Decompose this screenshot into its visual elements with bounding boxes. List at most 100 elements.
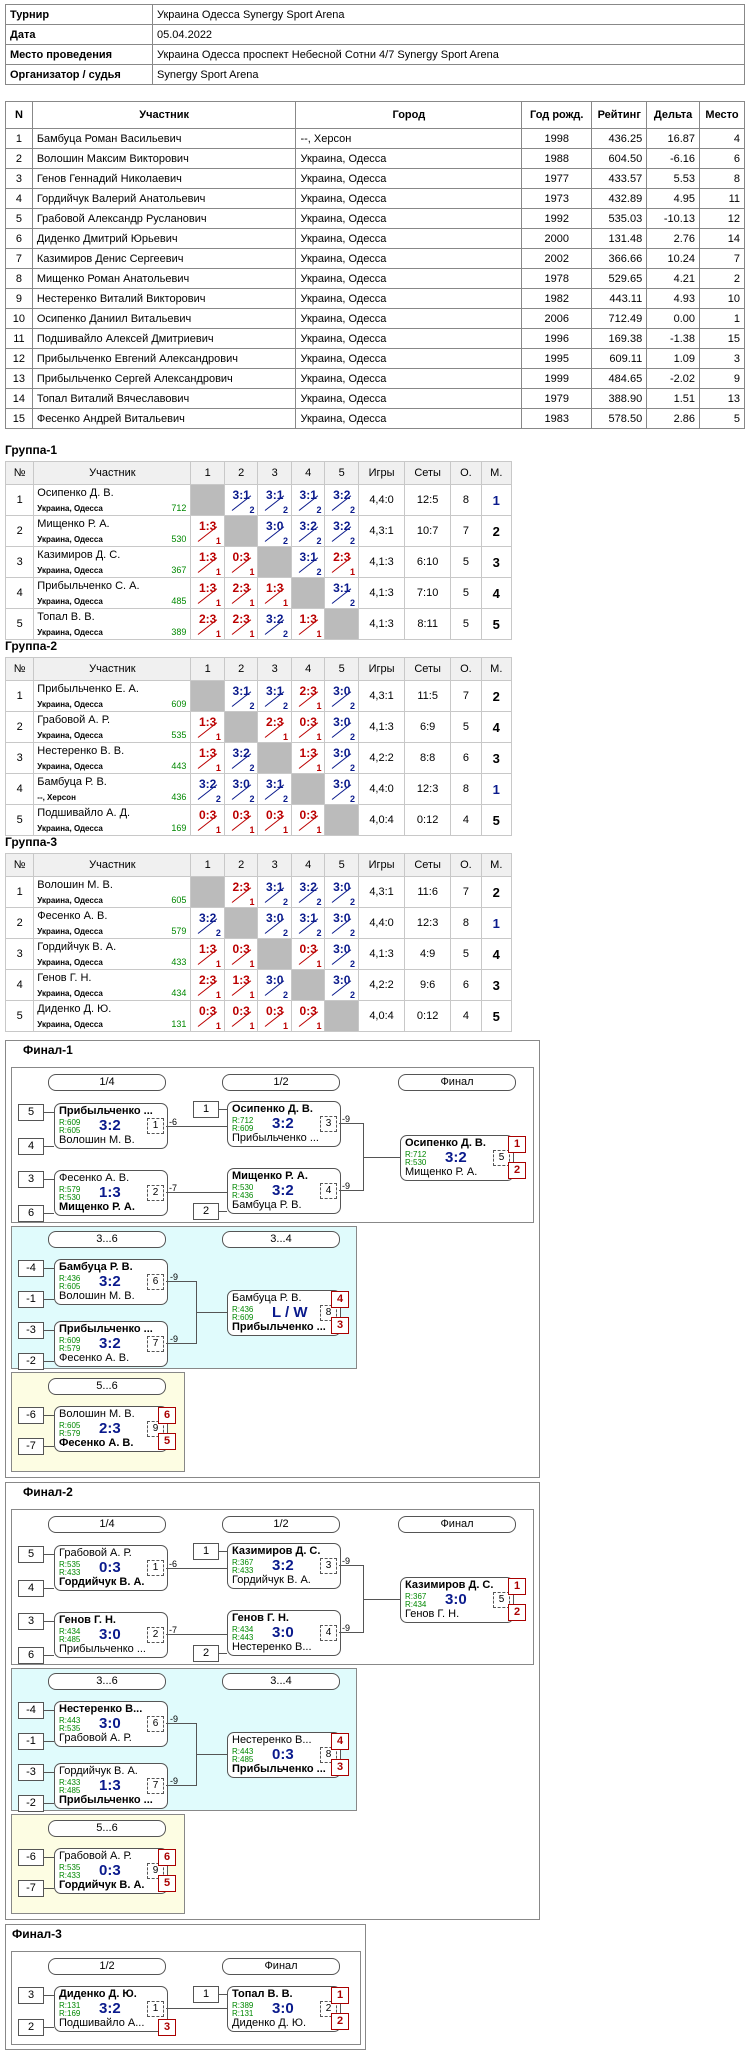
match-player-1: Нестеренко В... — [59, 1703, 143, 1715]
match-points: 2 — [249, 794, 255, 804]
player-cell: -10.13 — [646, 208, 701, 229]
match-rating-1: R:530 — [232, 1183, 254, 1192]
participant-city: Украина, Одесса — [37, 504, 103, 513]
match-points: 1 — [316, 701, 322, 711]
seed-box: -3 — [18, 1764, 44, 1781]
player-cell: 2006 — [521, 308, 593, 329]
match-score: 3:1 — [232, 684, 250, 698]
player-cell: 366.66 — [591, 248, 648, 269]
participant-rating: 712 — [171, 503, 187, 513]
self-match-cell — [223, 907, 259, 939]
player-cell: 4 — [699, 128, 745, 149]
match-player-2: Подшивайло А... — [59, 2017, 145, 2029]
player-cell: 1995 — [521, 348, 593, 369]
match-score: 0:3 — [232, 550, 250, 564]
match-score: L / W — [272, 1304, 308, 1321]
round-label: 3...6 — [48, 1673, 166, 1690]
player-cell: Казимиров Денис Сергеевич — [31, 248, 297, 269]
match-score: 3:0 — [333, 777, 351, 791]
group-col-header: № — [4, 853, 35, 877]
match-number: 3 — [320, 1116, 337, 1132]
match-points: 1 — [215, 959, 221, 969]
player-cell: 8 — [699, 168, 745, 189]
player-cell: 1 — [5, 128, 33, 149]
match-score: 3:0 — [333, 715, 351, 729]
group-col-header: Сеты — [404, 657, 452, 681]
match-score: 3:1 — [232, 488, 250, 502]
player-cell: -1.38 — [646, 328, 701, 349]
player-cell: Диденко Дмитрий Юрьевич — [31, 228, 297, 249]
bracket-line — [43, 1268, 54, 1269]
match-score: 3:0 — [272, 1624, 294, 1641]
bracket-line — [43, 1361, 54, 1362]
group-points: 7 — [450, 876, 482, 908]
group-place: 5 — [480, 608, 513, 640]
match-rating-1: R:712 — [232, 1116, 254, 1125]
match-points: 2 — [349, 990, 355, 1000]
seed-box: 4 — [18, 1138, 44, 1155]
round-label: 1/2 — [48, 1958, 166, 1975]
match-player-2: Бамбуца Р. В. — [232, 1199, 302, 1211]
player-cell: 484.65 — [591, 368, 648, 389]
bracket-line — [43, 1112, 54, 1113]
seed-box: 1 — [193, 1101, 219, 1118]
match-player-1: Казимиров Д. С. — [405, 1579, 494, 1591]
self-match-cell — [257, 546, 292, 578]
bracket-line — [218, 1109, 227, 1110]
match-score: 1:3 — [266, 581, 284, 595]
group-row-number: 4 — [4, 577, 35, 609]
player-cell: Бамбуца Роман Васильевич — [31, 128, 297, 149]
info-label: Организатор / судья — [5, 64, 153, 85]
group-points: 4 — [450, 804, 482, 836]
match-score: 1:3 — [199, 942, 217, 956]
player-cell: 10 — [699, 288, 745, 309]
match-rating-2: R:485 — [59, 1786, 81, 1795]
group-games: 4,0:4 — [357, 804, 406, 836]
place-box: 5 — [158, 1433, 176, 1450]
match-score: 3:0 — [99, 1626, 121, 1643]
group-points: 6 — [450, 969, 482, 1001]
match-player-2: Волошин М. В. — [59, 1134, 135, 1146]
player-cell: Украина, Одесса — [295, 188, 523, 209]
match-points: 2 — [282, 928, 288, 938]
match-rating-2: R:433 — [59, 1568, 81, 1577]
match-score: 0:3 — [99, 1862, 121, 1879]
place-box: 5 — [158, 1875, 176, 1892]
round-label: 5...6 — [48, 1378, 166, 1395]
match-score: 3:0 — [266, 911, 284, 925]
match-rating-2: R:605 — [59, 1282, 81, 1291]
group-col-header: Игры — [357, 461, 406, 485]
player-cell: 10.24 — [646, 248, 701, 269]
bracket-line — [218, 1551, 227, 1552]
seed-box: 2 — [193, 1203, 219, 1220]
group-col-header: № — [4, 657, 35, 681]
group-col-header: 2 — [223, 853, 259, 877]
group-col-header: 2 — [223, 657, 259, 681]
self-match-cell — [223, 711, 259, 743]
group-points: 7 — [450, 680, 482, 712]
match-score: 1:3 — [199, 519, 217, 533]
group-col-header: 5 — [324, 853, 359, 877]
round-label: 1/4 — [48, 1516, 166, 1533]
participant-rating: 579 — [171, 926, 187, 936]
group-col-header: М. — [480, 657, 513, 681]
